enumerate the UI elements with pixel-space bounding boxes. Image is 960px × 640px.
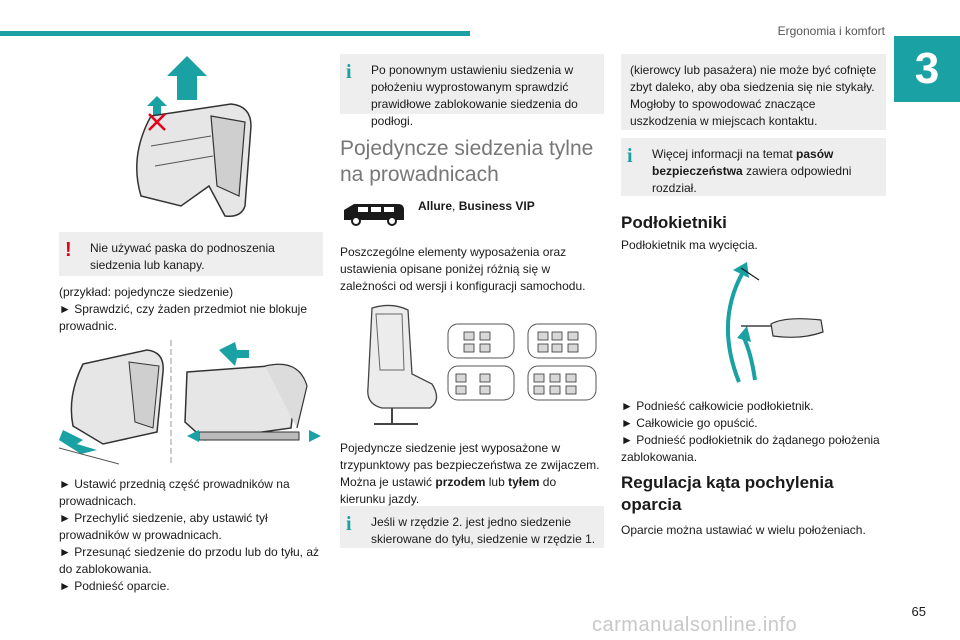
step-3: ► Przesunąć siedzenie do przodu lub do t… xyxy=(59,545,320,576)
info-icon: i xyxy=(627,145,633,167)
step-1: ► Ustawić przednią część prowadników na … xyxy=(59,477,290,508)
para-armrest-notches: Podłokietnik ma wycięcia. xyxy=(621,238,758,252)
seat-rail-installation-illustration xyxy=(59,340,321,465)
seat-lift-illustration xyxy=(136,56,252,218)
info-box-continued: (kierowcy lub pasażera) nie może być cof… xyxy=(621,54,886,130)
armrest-step-3: ► Podnieść podłokietnik do żądanego poło… xyxy=(621,433,880,464)
step-2: ► Przechylić siedzenie, aby ustawić tył … xyxy=(59,511,268,542)
steps-install: ► Ustawić przednią część prowadników na … xyxy=(59,476,323,595)
info-box-lock: i Po ponownym ustawieniu siedzenia w poł… xyxy=(340,54,604,128)
heading-backrest-angle: Regulacja kąta pochylenia oparcia xyxy=(621,473,834,514)
header-accent-bar xyxy=(0,31,470,36)
info-text: Po ponownym ustawieniu siedzenia w położ… xyxy=(371,63,578,128)
warning-box: ! Nie używać paska do podnoszenia siedze… xyxy=(59,232,323,276)
info-text: Jeśli w rzędzie 2. jest jedno siedzenie … xyxy=(371,515,596,546)
para-seat-belt: Pojedyncze siedzenie jest wyposażone w t… xyxy=(340,441,600,506)
step-check-rails: ► Sprawdzić, czy żaden przedmiot nie blo… xyxy=(59,302,307,333)
para-backrest-positions: Oparcie można ustawiać w wielu położenia… xyxy=(621,523,866,537)
armrest-illustration xyxy=(725,262,824,383)
warning-text: Nie używać paska do podnoszenia siedzeni… xyxy=(90,241,275,272)
steps-armrest: ► Podnieść całkowicie podłokietnik. ► Ca… xyxy=(621,398,886,466)
info-icon: i xyxy=(346,61,352,83)
armrest-step-2: ► Całkowicie go opuścić. xyxy=(621,416,758,430)
watermark: carmanualsonline.info xyxy=(592,614,798,636)
info-text: Więcej informacji na temat pasów bezpiec… xyxy=(652,147,852,195)
para-variants: Poszczególne elementy wyposażenia oraz u… xyxy=(340,245,586,293)
van-icon xyxy=(344,204,404,226)
version-label: Allure, Business VIP xyxy=(418,199,535,213)
example-label: (przykład: pojedyncze siedzenie) xyxy=(59,285,234,299)
section-title: Ergonomia i komfort xyxy=(777,24,885,38)
heading-single-rear-seats: Pojedyncze siedzenia tylne na prowadnica… xyxy=(340,137,594,186)
info-box-seatbelts: i Więcej informacji na temat pasów bezpi… xyxy=(621,138,886,196)
steps-prepare: (przykład: pojedyncze siedzenie) ► Spraw… xyxy=(59,284,323,335)
info-box-rear-facing: i Jeśli w rzędzie 2. jest jedno siedzeni… xyxy=(340,506,604,548)
warning-icon: ! xyxy=(65,239,72,261)
chapter-badge: 3 xyxy=(894,36,960,102)
armrest-step-1: ► Podnieść całkowicie podłokietnik. xyxy=(621,399,814,413)
step-4: ► Podnieść oparcie. xyxy=(59,579,170,593)
info-text: (kierowcy lub pasażera) nie może być cof… xyxy=(630,63,877,128)
seat-configurations-illustration xyxy=(367,304,597,425)
info-icon: i xyxy=(346,513,352,535)
page-number: 65 xyxy=(911,604,926,619)
heading-armrests: Podłokietniki xyxy=(621,213,727,232)
